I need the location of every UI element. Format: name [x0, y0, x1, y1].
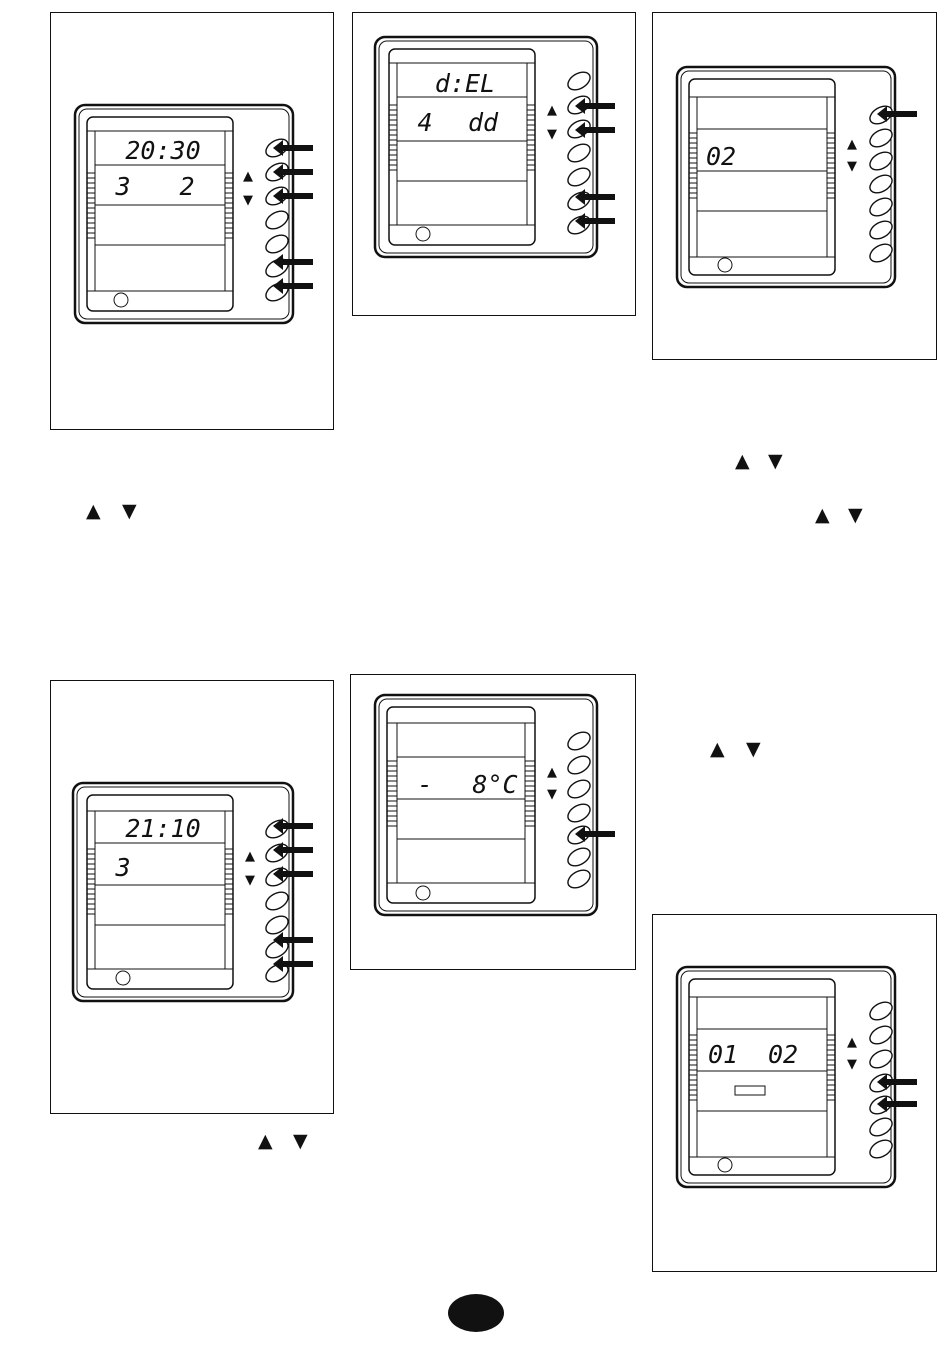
- down-arrow-icon: ▼: [122, 502, 137, 521]
- side-button-5[interactable]: [263, 913, 291, 938]
- thermostat-diagram-1: 20:30 3 2: [51, 13, 335, 431]
- side-button-5[interactable]: [565, 165, 593, 190]
- figure-panel-1: 20:30 3 2 ▲ ▼: [50, 12, 334, 430]
- display-line-2-left: 01: [708, 1040, 738, 1069]
- up-arrow-icon: ▲: [547, 763, 557, 782]
- side-button-7[interactable]: [565, 867, 593, 892]
- thermostat-diagram-3: 02: [653, 13, 938, 361]
- down-arrow-icon: ▼: [848, 506, 863, 525]
- down-arrow-icon: ▼: [547, 785, 557, 804]
- pointer-arrows: [575, 98, 615, 229]
- display-line-1: d:EL: [435, 69, 495, 98]
- display-line-2-right: 8°C: [472, 770, 517, 799]
- side-button-6[interactable]: [565, 189, 593, 214]
- side-button-2[interactable]: [565, 753, 593, 778]
- up-arrow-icon: ▲: [547, 101, 557, 120]
- up-arrow-icon: ▲: [847, 135, 857, 154]
- display-line-2-left: -: [417, 770, 432, 799]
- figure-panel-5: - 8°C ▲ ▼: [350, 674, 636, 970]
- figure-panel-4: 21:10 3 ▲ ▼: [50, 680, 334, 1114]
- thermostat-diagram-6: 01 02: [653, 915, 938, 1273]
- figure-panel-3: 02 ▲ ▼: [652, 12, 937, 360]
- thermostat-diagram-2: d:EL 4 dd: [353, 13, 637, 317]
- pointer-arrows: [877, 1074, 917, 1112]
- down-arrow-icon: ▼: [847, 1055, 857, 1074]
- side-button-4[interactable]: [565, 801, 593, 826]
- down-arrow-icon: ▼: [243, 191, 253, 210]
- side-button-5[interactable]: [263, 232, 291, 257]
- display-line-2-left: 4: [417, 108, 432, 137]
- down-arrow-icon: ▼: [293, 1132, 308, 1151]
- page-number-badge: [448, 1294, 504, 1332]
- display-line-2-right: 2: [179, 172, 194, 201]
- up-arrow-icon: ▲: [243, 167, 253, 186]
- down-arrow-icon: ▼: [547, 125, 557, 144]
- down-arrow-icon: ▼: [768, 452, 783, 471]
- down-arrow-icon: ▼: [245, 871, 255, 890]
- display-line-2-right: 02: [768, 1040, 798, 1069]
- up-arrow-icon: ▲: [815, 506, 830, 525]
- up-arrow-icon: ▲: [258, 1132, 273, 1151]
- display-line-1: 20:30: [125, 136, 200, 165]
- side-button-7[interactable]: [565, 213, 593, 238]
- side-button-1[interactable]: [565, 69, 593, 94]
- figure-panel-6: 01 02 ▲ ▼: [652, 914, 937, 1272]
- down-arrow-icon: ▼: [746, 740, 761, 759]
- display-line-2-right: dd: [468, 108, 499, 137]
- display-line-1: 21:10: [125, 814, 200, 843]
- figure-panel-2: d:EL 4 dd ▲ ▼: [352, 12, 636, 316]
- up-arrow-icon: ▲: [735, 452, 750, 471]
- setting-bar: [735, 1086, 765, 1095]
- up-arrow-icon: ▲: [710, 740, 725, 759]
- side-button-6[interactable]: [565, 845, 593, 870]
- display-line-2-left: 02: [706, 142, 736, 171]
- side-button-4[interactable]: [565, 141, 593, 166]
- side-button-4[interactable]: [263, 208, 291, 233]
- side-button-1[interactable]: [565, 729, 593, 754]
- side-button-3[interactable]: [565, 777, 593, 802]
- thermostat-diagram-5: - 8°C: [351, 675, 637, 971]
- display-line-2-left: 3: [114, 853, 130, 882]
- up-arrow-icon: ▲: [86, 502, 101, 521]
- display-line-2-left: 3: [114, 172, 130, 201]
- thermostat-diagram-4: 21:10 3: [51, 681, 335, 1115]
- down-arrow-icon: ▼: [847, 157, 857, 176]
- side-button-4[interactable]: [263, 889, 291, 914]
- up-arrow-icon: ▲: [245, 847, 255, 866]
- up-arrow-icon: ▲: [847, 1033, 857, 1052]
